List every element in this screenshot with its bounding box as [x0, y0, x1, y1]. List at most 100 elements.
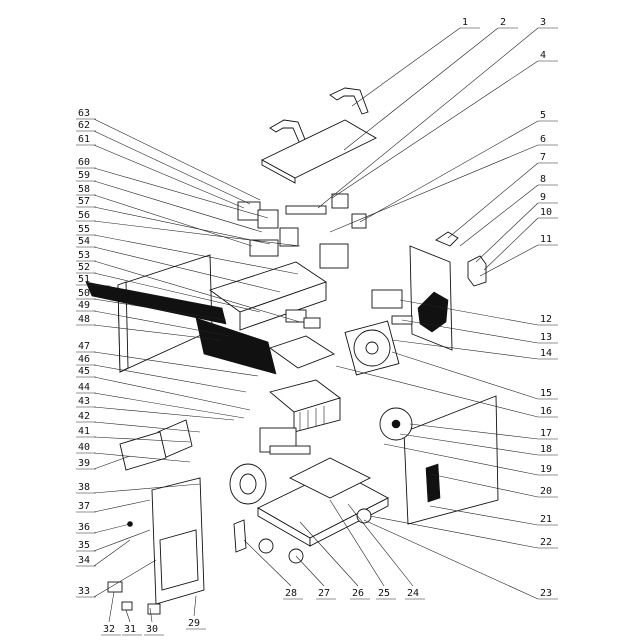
part-number-58: 58	[78, 184, 90, 195]
leader-line-33	[93, 559, 157, 598]
part-number-20: 20	[540, 486, 552, 497]
part-number-10: 10	[540, 207, 552, 218]
part-number-21: 21	[540, 514, 552, 525]
leader-line-58	[93, 194, 253, 247]
leader-line-60	[93, 167, 269, 219]
leader-line-55	[93, 234, 299, 275]
leader-line-8	[459, 184, 539, 247]
part-number-30: 30	[146, 624, 158, 635]
leader-line-46	[93, 364, 247, 393]
part-bracket	[233, 519, 247, 553]
part-heatsink	[269, 379, 341, 433]
leader-line-20	[429, 473, 539, 498]
leader-line-31	[125, 609, 131, 623]
part-number-22: 22	[540, 537, 552, 548]
part-number-42: 42	[78, 411, 90, 422]
leader-line-21	[429, 505, 539, 526]
part-number-35: 35	[78, 540, 90, 551]
part-main-pcb	[209, 261, 328, 331]
part-number-61: 61	[78, 134, 90, 145]
leader-line-6	[329, 144, 539, 233]
leader-line-3	[317, 27, 539, 209]
leader-line-39	[93, 455, 131, 470]
leader-line-27	[295, 555, 325, 587]
part-number-19: 19	[540, 464, 552, 475]
part-number-37: 37	[78, 501, 90, 512]
part-number-6: 6	[540, 134, 546, 145]
part-number-11: 11	[540, 234, 552, 245]
part-number-45: 45	[78, 366, 90, 377]
leader-line-45	[93, 376, 251, 411]
part-number-2: 2	[500, 17, 506, 28]
part-number-12: 12	[540, 314, 552, 325]
part-number-54: 54	[78, 236, 90, 247]
leader-line-22	[369, 515, 539, 549]
part-number-25: 25	[378, 588, 390, 599]
part-number-48: 48	[78, 314, 90, 325]
part-number-43: 43	[78, 396, 90, 407]
part-main-transformer	[229, 463, 267, 505]
part-number-27: 27	[318, 588, 330, 599]
leader-line-56	[93, 220, 301, 247]
part-number-60: 60	[78, 157, 90, 168]
part-front-knobs	[107, 521, 161, 615]
leader-line-26	[299, 521, 359, 587]
leader-line-16	[335, 365, 539, 418]
part-number-14: 14	[540, 348, 552, 359]
part-number-31: 31	[124, 624, 136, 635]
part-right-side-panel	[403, 395, 499, 525]
part-number-36: 36	[78, 522, 90, 533]
part-number-53: 53	[78, 250, 90, 261]
leader-line-14	[391, 339, 539, 360]
part-number-29: 29	[188, 618, 200, 629]
leader-line-28	[243, 539, 292, 587]
leader-line-44	[93, 392, 245, 419]
part-number-39: 39	[78, 458, 90, 469]
part-number-32: 32	[103, 624, 115, 635]
part-number-26: 26	[352, 588, 364, 599]
part-number-18: 18	[540, 444, 552, 455]
leader-line-42	[93, 421, 201, 433]
leader-line-49	[93, 310, 231, 337]
leader-line-41	[93, 436, 191, 443]
part-top-cover	[261, 119, 377, 184]
leader-line-13	[401, 319, 539, 344]
leader-line-12	[399, 299, 539, 326]
leader-line-34	[93, 539, 131, 567]
part-number-38: 38	[78, 482, 90, 493]
leader-line-63	[93, 118, 261, 201]
part-transformer-small	[285, 193, 367, 229]
part-number-7: 7	[540, 152, 546, 163]
part-secondary-board	[269, 309, 335, 369]
part-number-46: 46	[78, 354, 90, 365]
part-front-label-plate	[119, 431, 167, 471]
part-number-24: 24	[407, 588, 419, 599]
leader-line-52	[93, 272, 261, 313]
leader-line-1	[351, 27, 461, 107]
part-number-41: 41	[78, 426, 90, 437]
part-terminal-block	[371, 289, 413, 325]
leader-line-9	[475, 202, 539, 263]
part-handle-second	[269, 119, 307, 145]
leader-line-53	[93, 260, 301, 323]
part-lower-heatsink	[259, 427, 311, 455]
part-front-panel	[151, 477, 205, 605]
leader-line-47	[93, 351, 259, 377]
leader-line-61	[93, 144, 245, 209]
part-number-40: 40	[78, 442, 90, 453]
part-number-34: 34	[78, 555, 90, 566]
part-cable-connector	[435, 231, 487, 287]
part-cable-strap	[85, 281, 277, 375]
leader-line-5	[359, 120, 539, 223]
part-number-4: 4	[540, 50, 546, 61]
leader-line-59	[93, 180, 263, 233]
leader-line-7	[447, 162, 539, 239]
part-number-51: 51	[78, 274, 90, 285]
part-number-16: 16	[540, 406, 552, 417]
leader-line-23	[363, 519, 539, 600]
part-number-33: 33	[78, 586, 90, 597]
leader-line-38	[93, 483, 201, 494]
leader-line-50	[93, 298, 227, 321]
part-number-9: 9	[540, 192, 546, 203]
